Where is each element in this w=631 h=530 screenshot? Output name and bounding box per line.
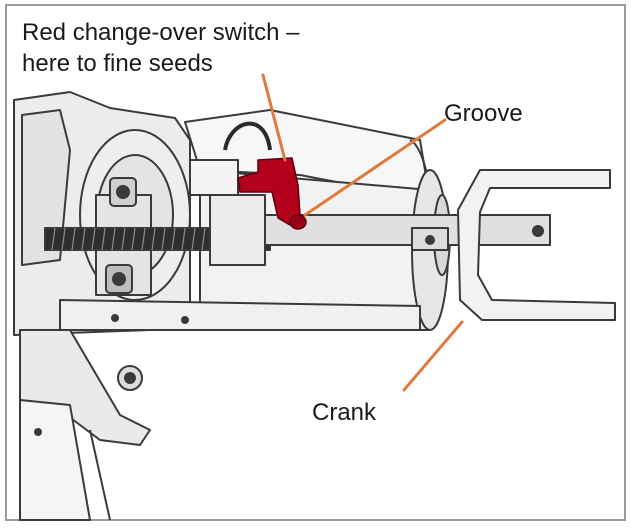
switch-label-line1: Red change-over switch – (22, 19, 300, 46)
crank-leader (402, 320, 464, 392)
groove-label: Groove (444, 100, 523, 127)
switch-label-line2: here to fine seeds (22, 50, 213, 77)
red-switch (237, 157, 307, 230)
crank-label: Crank (312, 399, 377, 426)
frame-border (5, 4, 626, 521)
switch-leader (261, 73, 287, 162)
groove-leader (303, 118, 447, 217)
machine-body (13, 91, 616, 521)
leader-lines (261, 73, 464, 392)
